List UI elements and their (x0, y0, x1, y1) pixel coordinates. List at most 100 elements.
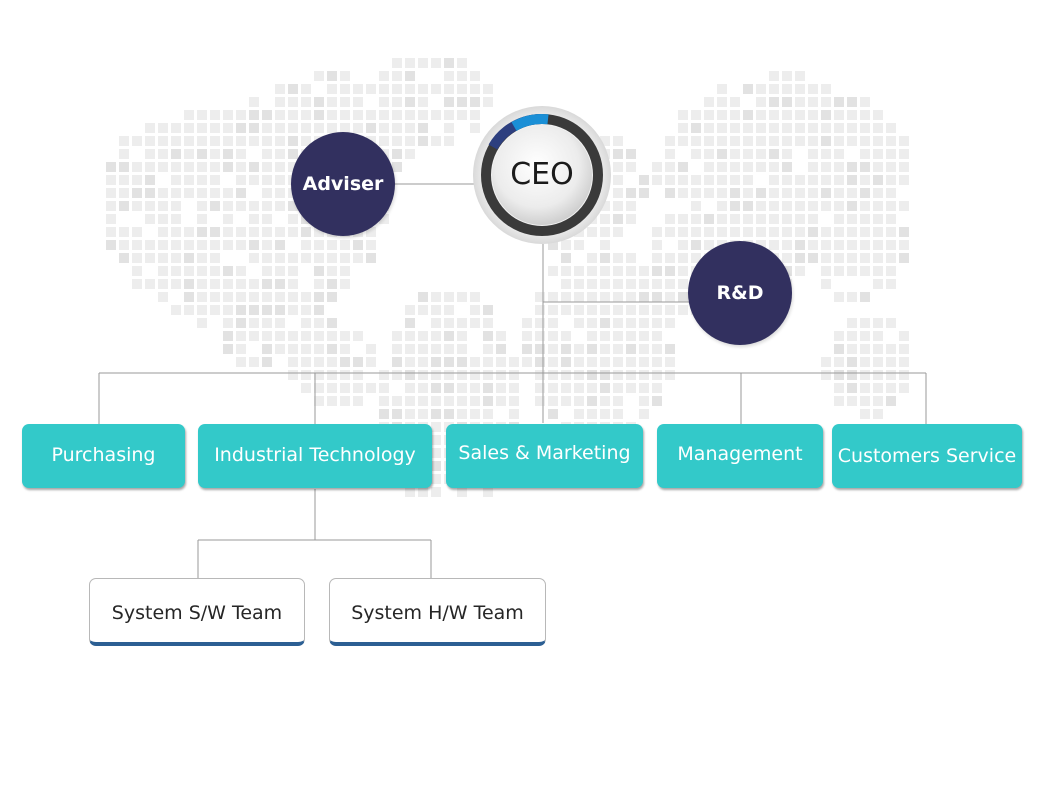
map-tile (665, 292, 675, 302)
map-tile (587, 344, 597, 354)
map-tile (821, 188, 831, 198)
map-tile (587, 305, 597, 315)
map-tile (171, 214, 181, 224)
map-tile (444, 97, 454, 107)
map-tile (522, 331, 532, 341)
map-tile (236, 136, 246, 146)
map-tile (743, 162, 753, 172)
map-tile (236, 175, 246, 185)
map-tile (743, 201, 753, 211)
map-tile (457, 487, 467, 497)
map-tile (483, 318, 493, 328)
map-tile (171, 227, 181, 237)
map-tile (756, 188, 766, 198)
map-tile (834, 253, 844, 263)
map-tile (184, 136, 194, 146)
map-tile (444, 292, 454, 302)
map-tile (444, 357, 454, 367)
map-tile (249, 279, 259, 289)
map-tile (210, 240, 220, 250)
map-tile (873, 266, 883, 276)
map-tile (353, 357, 363, 367)
map-tile (899, 240, 909, 250)
map-tile (665, 149, 675, 159)
ceo-label: CEO (510, 157, 574, 192)
map-tile (171, 266, 181, 276)
map-tile (158, 188, 168, 198)
map-tile (873, 136, 883, 146)
map-tile (691, 149, 701, 159)
department-management: Management (657, 424, 823, 488)
map-tile (574, 396, 584, 406)
map-tile (132, 175, 142, 185)
map-tile (613, 396, 623, 406)
map-tile (808, 97, 818, 107)
map-tile (860, 318, 870, 328)
map-tile (197, 123, 207, 133)
map-tile (275, 123, 285, 133)
map-tile (704, 227, 714, 237)
map-tile (457, 396, 467, 406)
map-tile (483, 97, 493, 107)
map-tile (470, 123, 480, 133)
map-tile (392, 84, 402, 94)
map-tile (769, 162, 779, 172)
map-tile (275, 227, 285, 237)
map-tile (795, 201, 805, 211)
map-tile (418, 344, 428, 354)
map-tile (535, 370, 545, 380)
map-tile (704, 110, 714, 120)
map-tile (327, 110, 337, 120)
map-tile (249, 253, 259, 263)
map-tile (119, 162, 129, 172)
map-tile (171, 175, 181, 185)
map-tile (314, 71, 324, 81)
map-tile (366, 253, 376, 263)
map-tile (106, 175, 116, 185)
map-tile (886, 357, 896, 367)
map-tile (275, 97, 285, 107)
map-tile (795, 214, 805, 224)
map-tile (353, 370, 363, 380)
map-tile (860, 240, 870, 250)
map-tile (535, 357, 545, 367)
map-tile (210, 149, 220, 159)
map-tile (366, 357, 376, 367)
map-tile (145, 201, 155, 211)
map-tile (236, 357, 246, 367)
map-tile (873, 331, 883, 341)
map-tile (834, 396, 844, 406)
map-tile (626, 149, 636, 159)
map-tile (665, 136, 675, 146)
map-tile (327, 370, 337, 380)
map-tile (366, 240, 376, 250)
map-tile (860, 97, 870, 107)
map-tile (223, 318, 233, 328)
map-tile (288, 370, 298, 380)
map-tile (262, 123, 272, 133)
map-tile (249, 305, 259, 315)
map-tile (249, 214, 259, 224)
map-tile (886, 240, 896, 250)
map-tile (275, 266, 285, 276)
map-tile (782, 71, 792, 81)
map-tile (808, 123, 818, 133)
map-tile (561, 292, 571, 302)
map-tile (301, 136, 311, 146)
map-tile (106, 162, 116, 172)
map-tile (327, 344, 337, 354)
map-tile (899, 162, 909, 172)
map-tile (249, 227, 259, 237)
map-tile (886, 201, 896, 211)
map-tile (184, 188, 194, 198)
map-tile (782, 240, 792, 250)
map-tile (587, 409, 597, 419)
map-tile (431, 305, 441, 315)
map-tile (613, 331, 623, 341)
map-tile (639, 266, 649, 276)
map-tile (717, 123, 727, 133)
map-tile (275, 279, 285, 289)
map-tile (301, 357, 311, 367)
map-tile (470, 292, 480, 302)
map-tile (639, 318, 649, 328)
